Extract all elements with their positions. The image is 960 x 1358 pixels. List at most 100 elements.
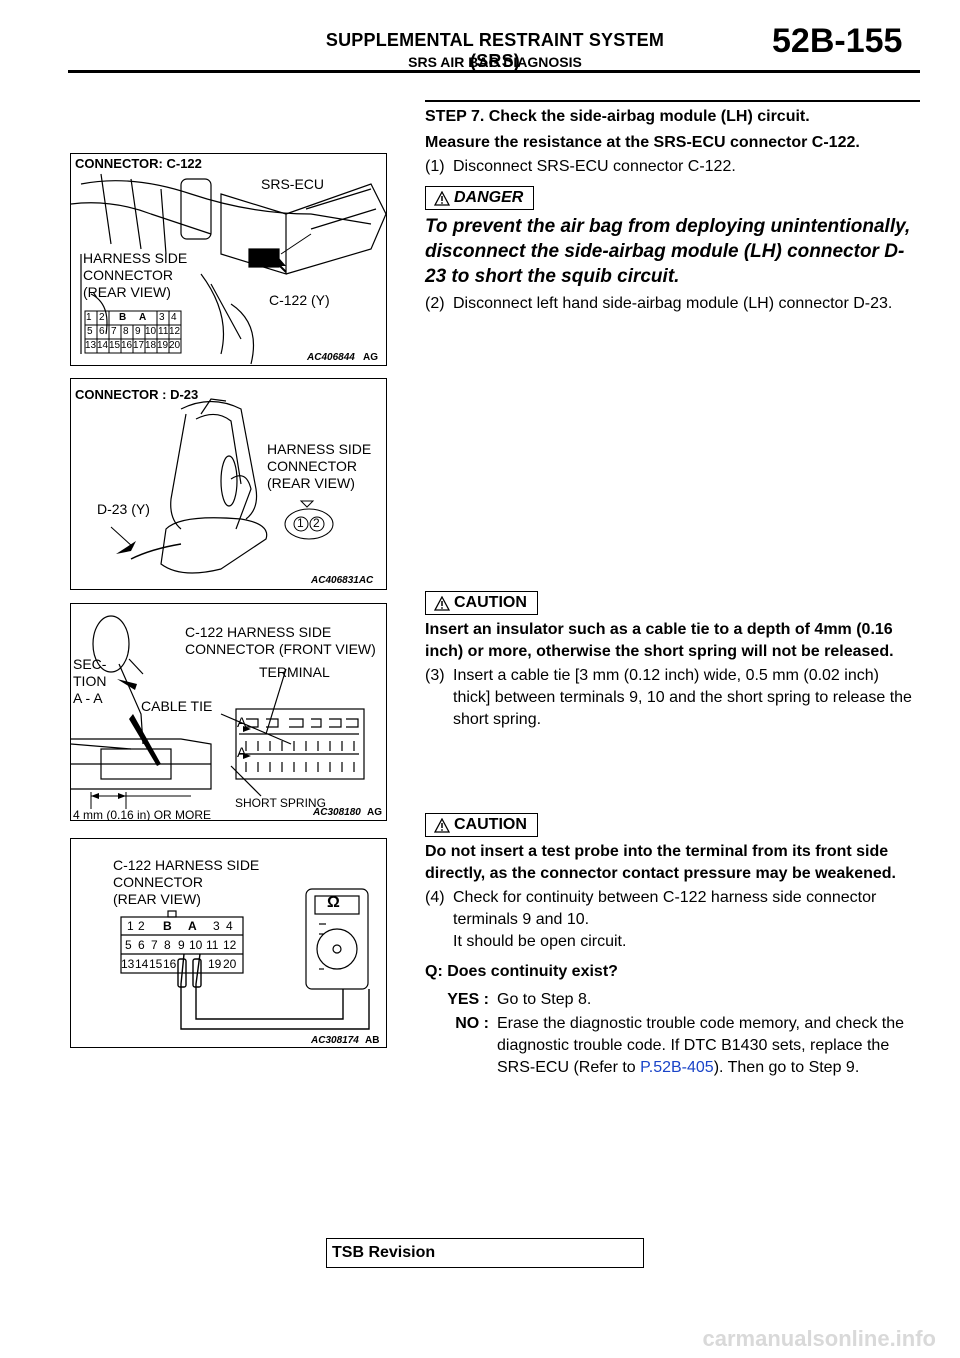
pin-label: 20 [169,340,181,351]
item-text: Disconnect SRS-ECU connector C-122. [453,158,736,175]
caution-text: Insert an insulator such as a cable tie … [425,621,894,660]
pin-label: 6 [138,938,145,952]
warning-triangle-icon [434,190,450,206]
answer-text: Go to Step 8. [497,991,592,1008]
answer-text: Erase the diagnostic trouble code memory… [497,1015,905,1076]
pin-label: 19 [208,957,222,971]
connector-label: CONNECTOR: C-122 [75,156,202,171]
question: Q: Does continuity exist? [425,963,618,980]
step-divider [425,100,920,102]
danger-badge: DANGER [425,186,535,210]
pin-label: 12 [169,326,181,337]
pin-label: 2 [99,312,105,323]
item-number: (4) [425,889,445,906]
item-number: (1) [425,158,445,175]
warning-triangle-icon [434,817,450,833]
cable-tie-illustration [71,615,365,809]
terminal-label: TERMINAL [259,664,330,680]
figure-continuity-check: C-122 HARNESS SIDE CONNECTOR (REAR VIEW)… [70,838,387,1048]
figure-code-suffix: AB [365,1035,380,1046]
pin-label: B [119,312,127,323]
depth-label: 4 mm (0.16 in) OR MORE [73,808,212,821]
figure-d23-connector-location: CONNECTOR : D-23 HARNESS SIDE CONNECTOR … [70,378,387,590]
pin-label: 8 [123,326,129,337]
seat-illustration [110,398,334,574]
procedure-item: (4) Check for continuity between C-122 h… [425,887,920,953]
pin-label: 4 [171,312,177,323]
pin-label: 1 [127,919,134,933]
pin-label: 20 [223,957,237,971]
figure-cable-tie-insertion: C-122 HARNESS SIDE CONNECTOR (FRONT VIEW… [70,603,387,821]
pin-label: 1 [297,516,304,530]
dashboard-illustration [71,173,386,365]
pin-label: 11 [206,938,219,952]
pin-label: 12 [223,938,237,952]
pin-label: 10 [189,938,203,952]
srs-ecu-label: SRS-ECU [261,176,325,192]
harness-side-label: C-122 HARNESS SIDE CONNECTOR (REAR VIEW) [113,857,260,907]
pin-label: 7 [151,938,158,952]
pin-label: 15 [149,957,163,971]
section-label: SEC- TION A - A [73,656,107,706]
item-text-line: It should be open circuit. [453,933,627,950]
section-title: SUPPLEMENTAL RESTRAINT SYSTEM (SRS) [325,30,665,71]
item-number: (2) [425,295,445,312]
caution-label: CAUTION [454,816,527,833]
figure-c122-connector-location: CONNECTOR: C-122 SRS-ECU HARNESS SIDE CO… [70,153,387,366]
pin-label: 14 [135,957,149,971]
ohm-symbol: Ω [327,894,340,911]
pin-label: 16 [163,957,177,971]
pin-label: 11 [158,326,169,337]
tsb-revision-box: TSB Revision [326,1238,644,1268]
pin-label: 16 [121,340,133,351]
procedure-text: STEP 7. Check the side-airbag module (LH… [425,100,920,1079]
figure-code: AC308174 [311,1035,359,1046]
harness-side-label: HARNESS SIDE CONNECTOR (REAR VIEW) [267,441,372,491]
cable-tie-label: CABLE TIE [141,698,213,714]
measure-instruction: Measure the resistance at the SRS-ECU co… [425,134,860,151]
caution-label: CAUTION [454,594,527,611]
pin-label: 3 [159,312,165,323]
page-number: 52B-155 [772,22,903,60]
item-text: Insert a cable tie [3 mm (0.12 inch) wid… [453,667,912,728]
pin-label: 7 [111,326,117,337]
short-spring-label: SHORT SPRING [235,796,326,810]
pin-label: 2 [138,919,145,933]
figure-code: AC308180 [313,807,361,818]
pin-label: 5 [125,938,132,952]
pin-label: 4 [226,919,233,933]
procedure-item: (1) Disconnect SRS-ECU connector C-122. [425,156,920,178]
danger-label: DANGER [454,189,524,206]
figure-code: AC406844 [307,352,355,363]
figure-code-suffix: AG [363,352,378,363]
header-divider [68,70,920,73]
pin-label: 9 [135,326,141,337]
section-marker-a: A [237,744,247,760]
pin-label: 13 [121,957,135,971]
procedure-item: (2) Disconnect left hand side-airbag mod… [425,293,920,315]
pin-label: 1 [86,312,92,323]
pin-label: 10 [145,326,157,337]
harness-front-label: C-122 HARNESS SIDE CONNECTOR (FRONT VIEW… [185,624,376,657]
ohmmeter-illustration [120,888,370,1030]
caution-badge: CAUTION [425,813,538,837]
item-text-line: Check for continuity between C-122 harne… [453,889,877,928]
answer-no: NO : Erase the diagnostic trouble code m… [425,1013,920,1079]
pin-label: 18 [145,340,157,351]
connector-label: CONNECTOR : D-23 [75,387,199,402]
answer-key: NO : [455,1015,489,1032]
item-text: Check for continuity between C-122 harne… [453,887,920,953]
reference-link[interactable]: P.52B-405 [640,1059,714,1076]
item-text: Disconnect left hand side-airbag module … [453,295,893,312]
step-title: STEP 7. Check the side-airbag module (LH… [425,108,810,125]
pin-label: 13 [85,340,97,351]
harness-side-label: HARNESS SIDE CONNECTOR (REAR VIEW) [83,250,188,300]
pin-label: B [163,919,172,933]
danger-text: To prevent the air bag from deploying un… [425,216,911,287]
warning-triangle-icon [434,595,450,611]
pin-label: A [188,919,197,933]
pin-label: 15 [109,340,121,351]
section-subtitle: SRS AIR BAG DIAGNOSIS [408,54,582,70]
answer-yes: YES : Go to Step 8. [425,989,920,1011]
pin-label: 8 [164,938,171,952]
